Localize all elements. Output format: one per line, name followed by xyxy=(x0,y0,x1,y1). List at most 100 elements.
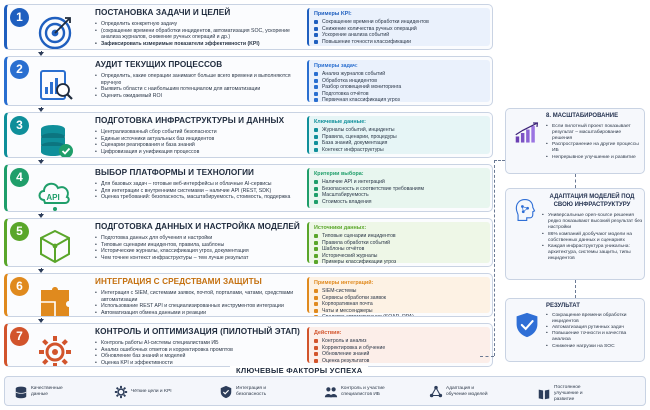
panel-item: Контекст инфраструктуры xyxy=(314,147,485,154)
gear-icon xyxy=(114,385,128,399)
connector-step7-horizontal xyxy=(480,356,494,357)
scaling-item: Если пилотный проект показывает результа… xyxy=(546,124,642,143)
panel-item: Правила обработки событий xyxy=(314,240,485,247)
step-item: Использование REST API и специализирован… xyxy=(95,303,305,310)
step-items: Подготовка данных для обучения и настрой… xyxy=(95,235,305,261)
panel-item: Контроль и анализ xyxy=(314,338,485,345)
step-card-5: 5 ПОДГОТОВКА ДАННЫХ И НАСТРОЙКА МОДЕЛЕЙ … xyxy=(4,218,493,267)
adaptation-item: Каждая инфраструктура уникальна: архитек… xyxy=(542,244,644,263)
panel-item: Подготовка отчётов xyxy=(314,91,485,98)
step-items: Для базовых задач – готовые веб-интерфей… xyxy=(95,181,305,201)
panel-title: Критерии выбора: xyxy=(314,171,364,177)
scaling-number: 8 xyxy=(546,113,550,119)
success-factor-label: Качественные данные xyxy=(31,386,63,397)
scaling-title: МАСШТАБИРОВАНИЕ xyxy=(552,113,619,119)
panel-item: Разбор оповещений мониторинга xyxy=(314,84,485,91)
adaptation-title: АДАПТАЦИЯ МОДЕЛЕЙ ПОД СВОЮ ИНФРАСТРУКТУР… xyxy=(549,194,635,208)
panel-title: Примеры интеграций: xyxy=(314,280,374,286)
step-panel: Источники данных: Типовые сценарии инцид… xyxy=(307,222,490,266)
step-item: Чем точнее контекст инфраструктуры – тем… xyxy=(95,255,305,262)
scaling-box: 8. МАСШТАБИРОВАНИЕ Если пилотный проект … xyxy=(505,108,645,174)
target-icon xyxy=(38,16,72,49)
panel-item: Правила, сценарии, процедуры xyxy=(314,134,485,141)
panel-item: Чаты и мессенджеры xyxy=(314,308,485,315)
panel-item: Сервисы обработки заявок xyxy=(314,295,485,302)
step-panel: Примеры KPI: Сокращение времени обработк… xyxy=(307,8,490,46)
step-item: Для базовых задач – готовые веб-интерфей… xyxy=(95,181,305,188)
panel-item: Снижение количества ручных операций xyxy=(314,26,485,33)
success-factor: Качественные данные xyxy=(14,385,76,399)
step-number: 6 xyxy=(10,277,29,296)
panel-item: Наличие API и интеграций xyxy=(314,179,485,186)
step-item: Контроль работы AI-системы специалистами… xyxy=(95,340,305,347)
puzzle-icon xyxy=(41,287,69,316)
step-item: Определить, какие операции занимают боль… xyxy=(95,73,305,86)
success-factor: Постоянное улучшение и развитие xyxy=(537,385,599,403)
step-item: (сокращение времени обработки инцидентов… xyxy=(95,28,305,41)
panel-item: Корпоративная почта xyxy=(314,301,485,308)
step-item: Обновление баз знаний и моделей xyxy=(95,353,305,360)
result-title: РЕЗУЛЬТАТ xyxy=(546,303,580,309)
panel-item: Исторический журналы xyxy=(314,253,485,260)
step-item: Типовые сценарии инцидентов, правила, ша… xyxy=(95,242,305,249)
gear-icon xyxy=(39,336,71,366)
audit-chart-icon xyxy=(40,70,73,100)
step-arrow xyxy=(38,107,45,112)
step-panel: Критерии выбора: Наличие API и интеграци… xyxy=(307,168,490,208)
step-item: Выявить области с наибольшим потенциалом… xyxy=(95,86,305,93)
adaptation-list: Универсальные open-source решения редко … xyxy=(542,213,644,263)
panel-item: Первичная классификация угроз xyxy=(314,97,485,104)
panel-item: Типовые сценарии инцидентов xyxy=(314,233,485,240)
step-item: Сценарии реагирования и база знаний xyxy=(95,142,305,149)
panel-item: Оценка результатов xyxy=(314,358,485,365)
step-number: 4 xyxy=(10,168,29,187)
panel-item: Масштабируемость xyxy=(314,192,485,199)
shield-icon xyxy=(220,385,232,399)
success-factor-label: Постоянное улучшение и развитие xyxy=(554,385,583,402)
step-number: 7 xyxy=(10,327,29,346)
step-item: Единые источники актуальных баз инцидент… xyxy=(95,136,305,143)
panel-item: Обработка инцидентов xyxy=(314,78,485,85)
step-number: 1 xyxy=(10,8,29,27)
step-card-4: 4 API ВЫБОР ПЛАТФОРМЫ И ТЕХНОЛОГИИ Для б… xyxy=(4,164,493,212)
panel-item: Корректировка и обучение xyxy=(314,345,485,352)
step-item: Подготовка данных для обучения и настрой… xyxy=(95,235,305,242)
step-title: ПОДГОТОВКА ДАННЫХ И НАСТРОЙКА МОДЕЛЕЙ xyxy=(95,222,300,231)
step-item: Зафиксировать измеримые показатели эффек… xyxy=(95,41,305,48)
connector-step7-to-scaling xyxy=(494,160,495,356)
result-list: Сокращение времени обработки инцидентов … xyxy=(546,313,644,350)
result-item: Сокращение времени обработки инцидентов xyxy=(546,313,644,325)
step-arrow xyxy=(38,159,45,164)
step-item: Анализ ошибочных ответов и корректировка… xyxy=(95,347,305,354)
panel-title: Источники данных: xyxy=(314,225,367,231)
database-icon xyxy=(15,386,27,399)
panel-item: Журналы событий, инциденты xyxy=(314,127,485,134)
result-item: Повышение точности и качества анализа xyxy=(546,331,644,343)
success-factor: Интеграция и безопасность xyxy=(219,385,281,399)
panel-item: Сокращение времени обработки инцидентов xyxy=(314,19,485,26)
step-arrow xyxy=(38,51,45,56)
book-icon xyxy=(538,389,550,400)
step-title: АУДИТ ТЕКУЩИХ ПРОЦЕССОВ xyxy=(95,60,223,69)
database-check-icon xyxy=(41,125,73,157)
step-title: ПОСТАНОВКА ЗАДАЧИ И ЦЕЛЕЙ xyxy=(95,8,231,17)
step-items: Централизованный сбор событий безопаснос… xyxy=(95,129,305,155)
step-item: Интеграция с SIEM, системами заявок, поч… xyxy=(95,290,305,303)
adaptation-box: АДАПТАЦИЯ МОДЕЛЕЙ ПОД СВОЮ ИНФРАСТРУКТУР… xyxy=(505,188,645,280)
network-icon xyxy=(429,385,443,398)
step-card-3: 3 ПОДГОТОВКА ИНФРАСТРУКТУРЫ И ДАННЫХ Цен… xyxy=(4,112,493,158)
step-number: 3 xyxy=(10,116,29,135)
step-card-1: 1 ПОСТАНОВКА ЗАДАЧИ И ЦЕЛЕЙ Определить к… xyxy=(4,4,493,50)
adaptation-item: 86% компаний дообучают модели на собстве… xyxy=(542,232,644,244)
result-item: Снижение нагрузки на SOC xyxy=(546,344,644,350)
panel-title: Ключевые данные: xyxy=(314,119,366,125)
panel-title: Примеры KPI: xyxy=(314,11,352,17)
panel-item: Стоимость владения xyxy=(314,199,485,206)
step-number: 2 xyxy=(10,60,29,79)
